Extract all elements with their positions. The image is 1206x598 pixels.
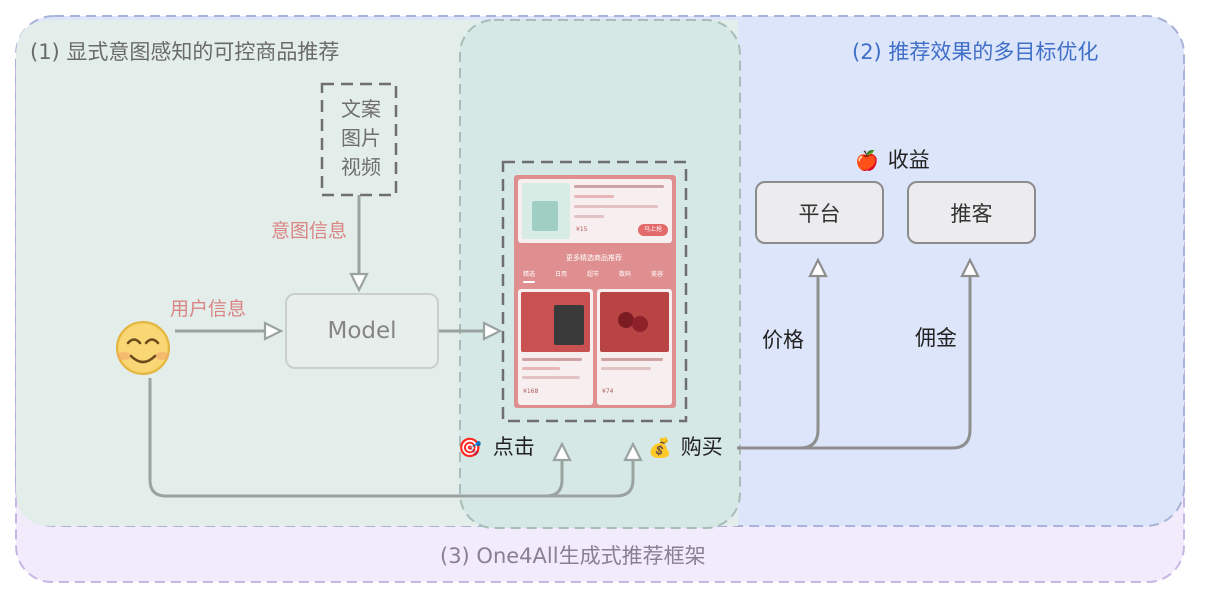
section-multi-objective-title: (2) 推荐效果的多目标优化 (852, 40, 1099, 64)
feedback-buy-line (546, 452, 633, 498)
click-label: 点击 (492, 435, 535, 459)
promoter-node: 推客 (907, 181, 1036, 244)
revenue-title: 收益 (887, 148, 930, 172)
platform-node: 平台 (755, 181, 884, 244)
content-type-image: 图片 (341, 126, 381, 150)
right-product-cherry-icon-2 (632, 316, 648, 332)
tab-beauty: 美容 (651, 271, 664, 278)
intent-info-label: 意图信息 (271, 220, 348, 242)
buy-label: 购买 (680, 435, 723, 459)
left-product-price: ¥168 (523, 388, 539, 395)
top-product-tags-line (574, 205, 658, 208)
section-framework-title: (3) One4All生成式推荐框架 (440, 544, 706, 568)
money-bag-icon: 💰 (648, 437, 672, 459)
top-product-tag-line (574, 195, 614, 198)
top-product-sales-line (574, 215, 604, 218)
buy-label-group: 💰 购买 (648, 437, 723, 458)
active-tab-indicator (523, 281, 535, 283)
top-product-buy-button (638, 224, 668, 236)
top-product-buy-label: 马上抢 (644, 226, 663, 233)
tab-supermarket: 超市 (587, 271, 600, 278)
right-product-cherry-icon (618, 312, 634, 328)
target-icon: 🎯 (458, 437, 482, 459)
right-product-price: ¥74 (602, 388, 614, 395)
phone-recommendation-mockup: ¥15 马上抢 更多精选商品推荐 精选 日用 超市 数码 美容 ¥168 ¥74 (514, 175, 676, 408)
top-product-package-icon (532, 201, 558, 231)
right-product-title-line (601, 358, 663, 361)
buy-to-promoter-line (800, 268, 970, 450)
left-product-device-icon (554, 305, 584, 345)
phone-dashed-frame (501, 160, 688, 423)
tab-featured: 精选 (523, 271, 536, 278)
section-explicit-intent-title: (1) 显式意图感知的可控商品推荐 (30, 40, 340, 64)
buy-to-platform-line (737, 268, 818, 450)
tab-daily: 日用 (555, 271, 568, 278)
more-products-title: 更多精选商品推荐 (566, 254, 622, 262)
user-info-label: 用户信息 (170, 298, 247, 320)
price-label: 价格 (762, 328, 804, 352)
content-types-list: 文案 图片 视频 (322, 95, 400, 182)
content-dashed-box (320, 82, 398, 197)
tab-digital: 数码 (619, 271, 632, 278)
top-product-title-line (574, 185, 664, 188)
model-node: Model (285, 293, 439, 369)
content-type-video: 视频 (341, 155, 381, 179)
top-product-price: ¥15 (576, 226, 588, 233)
click-label-group: 🎯 点击 (458, 437, 535, 458)
user-smiley-icon (116, 321, 170, 375)
left-product-tags-line (522, 376, 580, 379)
content-type-text: 文案 (341, 97, 381, 121)
left-product-tag-line (522, 367, 560, 370)
feedback-loop-line (148, 378, 562, 498)
left-product-title-line (522, 358, 582, 361)
right-product-tags-line (601, 367, 651, 370)
apple-icon: 🍎 (855, 150, 879, 172)
revenue-title-group: 🍎 收益 (855, 150, 930, 171)
commission-label: 佣金 (915, 326, 957, 350)
